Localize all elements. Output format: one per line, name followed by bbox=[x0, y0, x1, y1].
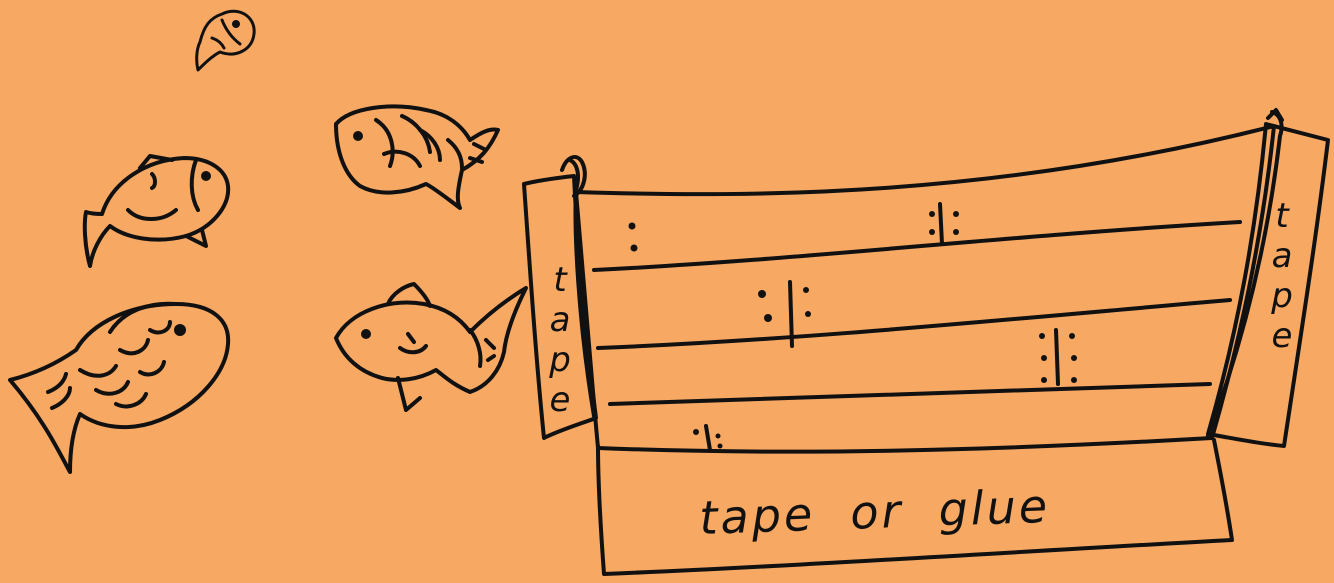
left-pin-icon bbox=[560, 154, 587, 198]
left-seam bbox=[568, 158, 596, 418]
fold-line bbox=[592, 220, 1242, 272]
fish-icon bbox=[334, 104, 500, 210]
fish-icon bbox=[334, 282, 528, 412]
divider-line bbox=[938, 202, 944, 246]
fold-line bbox=[596, 298, 1232, 350]
left-tape-tab bbox=[522, 174, 598, 440]
boat-template: tape or glue tape tape bbox=[522, 108, 1330, 576]
right-tab-label: tape bbox=[1262, 196, 1302, 356]
divider-line bbox=[704, 424, 712, 452]
left-tab-label: tape bbox=[540, 260, 580, 420]
bottom-flap-outline bbox=[596, 438, 1234, 576]
divider-line bbox=[1054, 328, 1060, 386]
fold-line bbox=[608, 382, 1212, 406]
fish-icon bbox=[8, 301, 231, 474]
fish-icon bbox=[82, 154, 231, 268]
right-pin-icon bbox=[1266, 108, 1284, 122]
small-fish-icon bbox=[195, 9, 256, 72]
divider-line bbox=[788, 280, 794, 348]
right-tape-tab bbox=[1206, 122, 1330, 448]
bottom-flap-label: tape or glue bbox=[698, 479, 1050, 545]
